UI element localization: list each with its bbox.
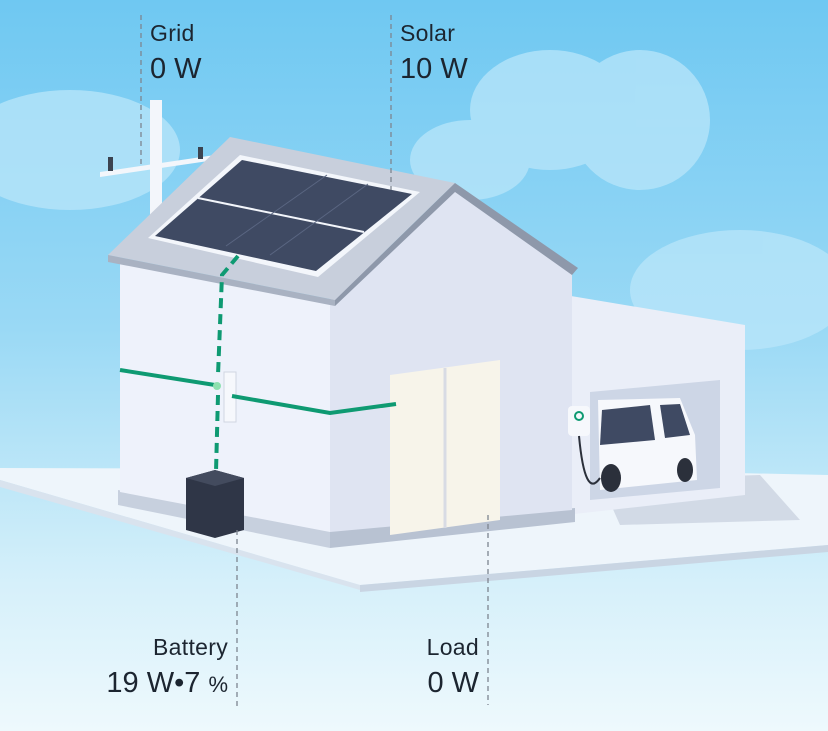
grid-readout: Grid 0 W (150, 20, 202, 86)
flow-grid (119, 368, 216, 387)
grid-value: 0 W (150, 53, 202, 85)
flow-solar (216, 254, 240, 376)
separator-dot: • (174, 667, 185, 699)
battery-value: 19 W•7 % (106, 667, 228, 700)
load-value: 0 W (427, 667, 479, 699)
battery-readout: Battery 19 W•7 % (106, 634, 228, 700)
junction-node (213, 382, 221, 390)
battery-unit (186, 470, 244, 538)
battery-label: Battery (153, 634, 228, 660)
flow-load (231, 394, 397, 416)
clouds (0, 50, 828, 350)
solar-panel (148, 155, 420, 277)
solar-label: Solar (400, 20, 456, 46)
grid-label: Grid (150, 20, 195, 46)
load-label: Load (426, 634, 479, 660)
flow-battery (214, 394, 220, 473)
solar-value: 10 W (400, 53, 468, 85)
battery-power: 19 W (106, 667, 175, 699)
callout-lines (140, 15, 489, 708)
energy-flow-lines (119, 254, 397, 473)
utility-pole (100, 100, 215, 215)
solar-readout: Solar 10 W (400, 20, 468, 86)
electric-car (568, 398, 697, 492)
load-readout: Load 0 W (427, 634, 479, 700)
battery-soc: 7 (184, 667, 201, 699)
battery-soc-unit: % (208, 672, 228, 697)
